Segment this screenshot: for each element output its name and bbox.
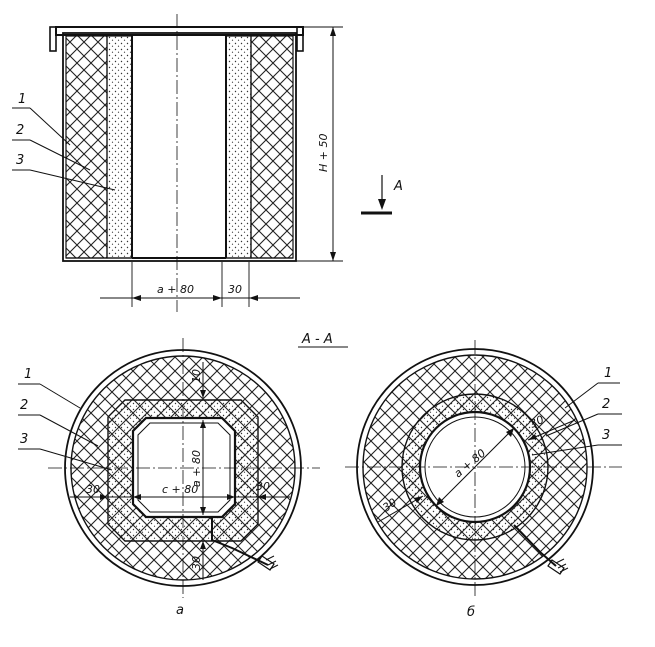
caption-a: а [176, 603, 184, 618]
rim-lug-right [296, 26, 304, 52]
callout-b1-leader [564, 382, 599, 409]
dim-bottom-arrow-a [200, 541, 206, 549]
callout-b2-leader [545, 413, 599, 437]
callout-2-label: 2 [16, 123, 24, 138]
dim-outer-arrow-b [528, 434, 537, 440]
callout-a3-leader [39, 448, 113, 471]
dim-horiz-arrow-right-a [227, 494, 235, 500]
callout-a2-leader [39, 414, 99, 447]
section-arrow-label: A [393, 179, 403, 194]
insulation-left [65, 35, 108, 259]
height-arrow-top [330, 27, 336, 36]
lead-wire-a [211, 517, 269, 566]
bottom-width-label: a + 80 [157, 283, 194, 296]
callout-b2-label: 2 [602, 397, 610, 412]
dim-diameter-arrow-1-b [436, 497, 444, 506]
chamber-inner-a [137, 422, 231, 513]
outer-casing [62, 32, 297, 262]
dim-left-label-a: 30 [86, 483, 100, 496]
refractory-right [225, 35, 252, 259]
bottom-gap-label: 30 [228, 283, 242, 296]
dim-left-arrow-a [100, 494, 108, 500]
terminal-a [257, 555, 275, 571]
bottom-arrow-left [132, 295, 141, 301]
dim-outer-label-b: 30 [528, 413, 546, 431]
dim-right-label-a: 30 [256, 480, 270, 493]
dim-horiz-label-a: c + 80 [162, 483, 198, 496]
callout-b3-leader [531, 444, 599, 456]
bottom-arrow-right [249, 295, 258, 301]
callout-a1-leader [39, 383, 81, 409]
elevation-view: 1 2 3 H + 50 A a + 80 30 [12, 14, 403, 312]
section-arrowhead [378, 199, 386, 210]
dim-bottom-label-a: 30 [190, 556, 203, 570]
callout-a2-label: 2 [20, 398, 28, 413]
terminal-b [547, 559, 565, 575]
dim-vert-arrow-bottom-a [200, 507, 206, 515]
rim-lug-left [49, 26, 57, 52]
dim-vert-label-a: a + 80 [190, 450, 203, 487]
dim-inner-arrow-b [414, 496, 423, 503]
terminal-thread-a [265, 555, 279, 570]
dim-horiz-arrow-left-a [133, 494, 141, 500]
dim-top-label-a: 10 [190, 369, 203, 383]
callout-b1-label: 1 [604, 366, 612, 381]
refractory-left [106, 35, 133, 259]
dim-right-arrow-a [258, 494, 266, 500]
dim-vert-arrow-top-a [200, 420, 206, 428]
dim-top-arrow-a [200, 390, 206, 398]
height-arrow-bottom [330, 252, 336, 261]
terminal-thread-b [555, 558, 569, 573]
dim-diameter-line-b [435, 427, 515, 507]
callout-b3-label: 3 [602, 428, 610, 443]
callout-2-leader [29, 139, 91, 171]
bottom-arrow-mid [213, 295, 222, 301]
callout-1-label: 1 [18, 92, 26, 107]
dim-diameter-arrow-2-b [506, 428, 514, 437]
callout-3-label: 3 [16, 153, 24, 168]
caption-b: б [467, 605, 475, 620]
section-title: A - A [301, 332, 333, 347]
section-view-b: a + 80 30 30 1 2 3 б [345, 340, 622, 620]
section-view-a: 10 a + 80 c + 80 30 30 30 1 2 3 а [18, 338, 320, 618]
callout-3-leader [29, 169, 116, 191]
callout-1-leader [29, 107, 71, 146]
chamber-a [131, 416, 237, 519]
height-dim-label: H + 50 [317, 134, 330, 172]
callout-a3-label: 3 [20, 432, 28, 447]
callout-a1-label: 1 [24, 367, 32, 382]
insulation-right [250, 35, 294, 259]
